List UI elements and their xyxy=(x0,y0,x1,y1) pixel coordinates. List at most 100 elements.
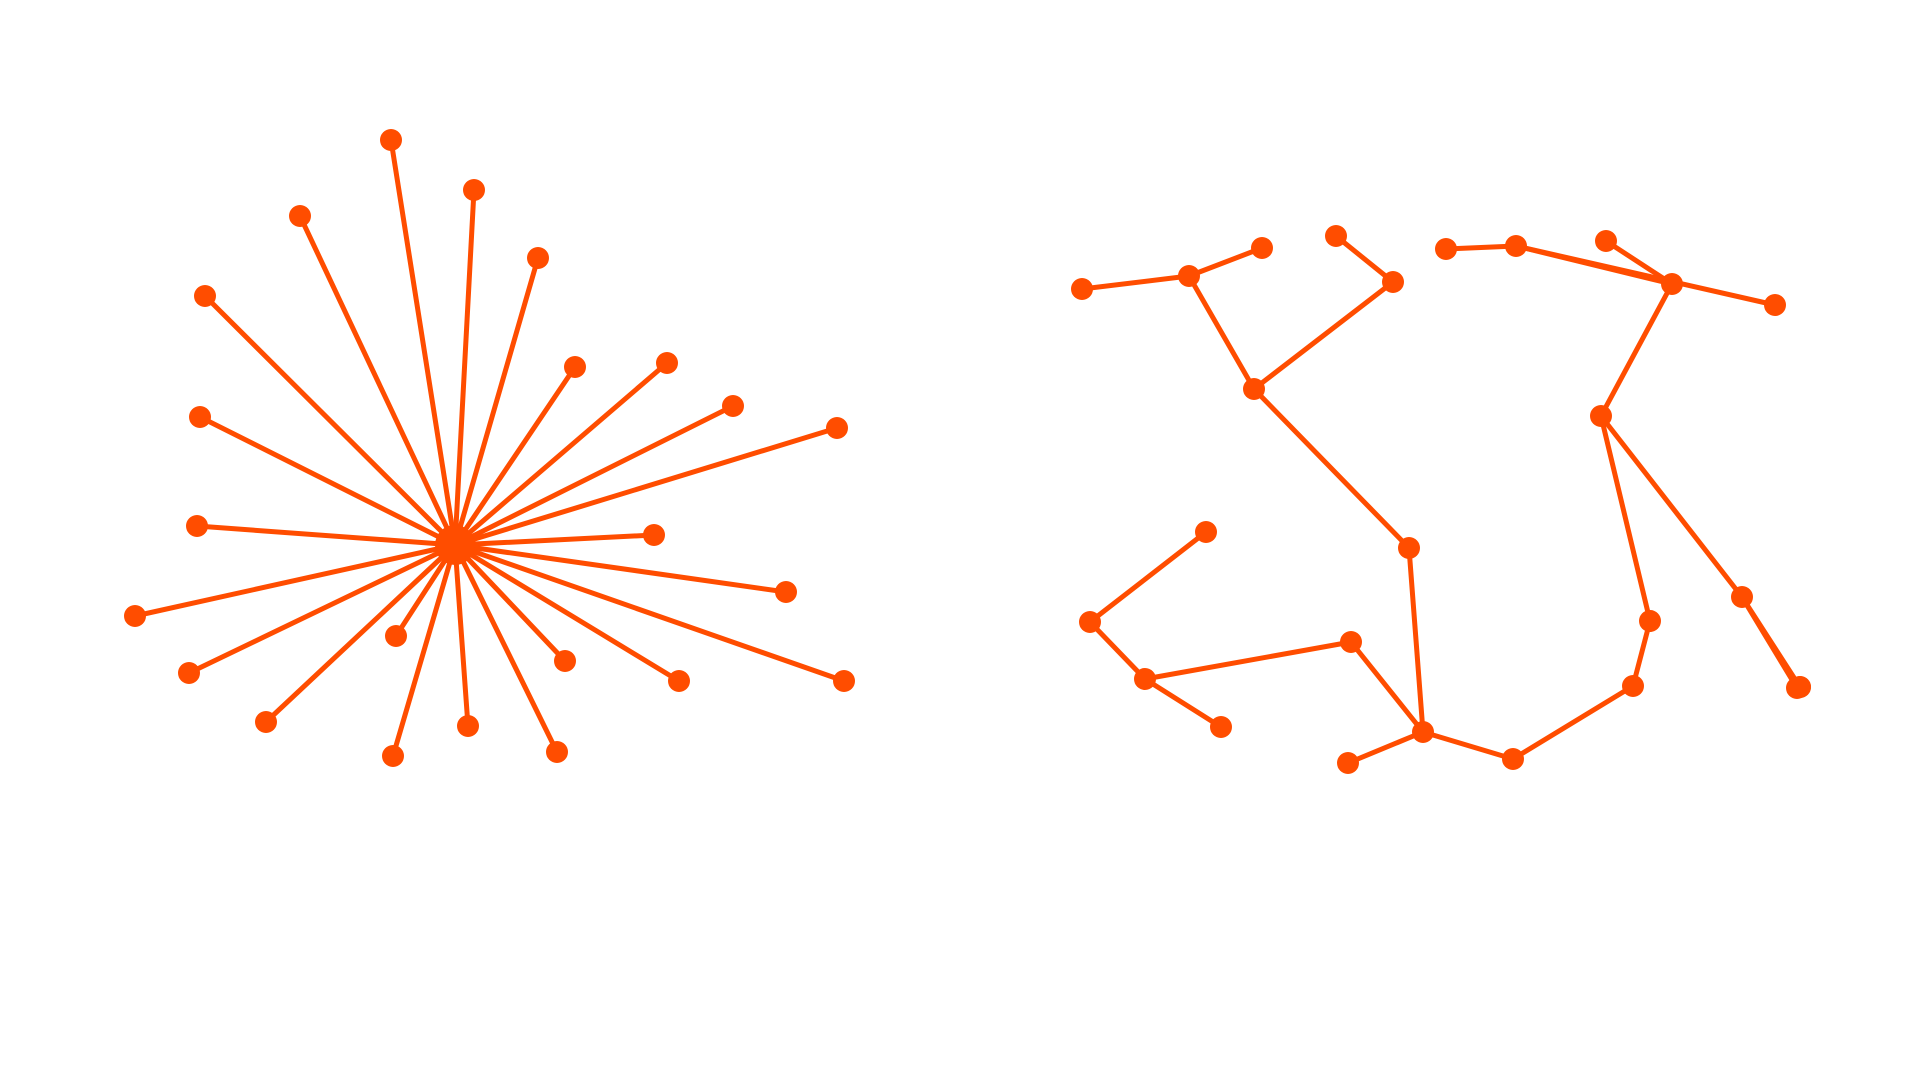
star-graph-node-s7 xyxy=(656,352,678,374)
tree-graph-edge-t23-t24 xyxy=(1443,243,1519,252)
tree-graph-edge-t20-t26 xyxy=(1739,594,1800,691)
star-graph-node-s9 xyxy=(826,417,848,439)
tree-graph-edge-t5-t6 xyxy=(1251,279,1396,392)
tree-graph-node-t14 xyxy=(1210,716,1232,738)
star-graph-edge-c-s3 xyxy=(452,255,541,548)
star-graph xyxy=(124,129,855,767)
tree-graph-edge-t17-t18 xyxy=(1598,413,1653,624)
star-graph-edge-c-s21 xyxy=(452,542,471,729)
tree-graph-node-t24 xyxy=(1435,238,1457,260)
tree-graph-node-t25 xyxy=(1764,294,1786,316)
star-graph-node-s16 xyxy=(554,650,576,672)
tree-graph-edge-t4-t5 xyxy=(1333,233,1396,285)
tree-graph-node-t6 xyxy=(1243,378,1265,400)
tree-graph-edge-t11-t12 xyxy=(1142,639,1354,682)
tree-graph xyxy=(1071,225,1811,774)
tree-graph-node-t19 xyxy=(1661,273,1683,295)
star-graph-edge-c-s16 xyxy=(452,542,568,664)
tree-graph-edge-t12-t13 xyxy=(1087,619,1148,682)
tree-graph-edge-t18-t19 xyxy=(1598,281,1675,419)
tree-graph-edge-t8-t9 xyxy=(1345,729,1426,766)
tree-graph-edge-t12-t14 xyxy=(1142,676,1224,730)
tree-graph-node-t4 xyxy=(1325,225,1347,247)
tree-graph-node-t10 xyxy=(1502,748,1524,770)
tree-graph-node-t2 xyxy=(1178,265,1200,287)
star-graph-node-s11 xyxy=(186,515,208,537)
star-graph-node-s22 xyxy=(382,745,404,767)
star-graph-node-s18 xyxy=(668,670,690,692)
star-graph-node-s6 xyxy=(564,356,586,378)
star-graph-edge-c-s9 xyxy=(452,425,840,548)
star-graph-edge-c-s11 xyxy=(194,523,458,548)
star-graph-node-s12 xyxy=(643,524,665,546)
tree-graph-node-t13 xyxy=(1079,611,1101,633)
tree-graph-edge-t7-t8 xyxy=(1406,545,1426,735)
tree-graph-edge-t18-t20 xyxy=(1598,413,1745,600)
tree-graph-edge-t2-t6 xyxy=(1186,273,1257,392)
star-graph-edge-c-s7 xyxy=(452,360,670,548)
star-graph-node-s2 xyxy=(463,179,485,201)
star-graph-edge-c-s6 xyxy=(452,364,578,548)
tree-graph-node-t18 xyxy=(1590,405,1612,427)
tree-graph-node-t22 xyxy=(1595,230,1617,252)
star-graph-edges xyxy=(132,137,847,759)
tree-graph-edge-t1-t2 xyxy=(1079,273,1192,292)
tree-graph-node-t5 xyxy=(1382,271,1404,293)
tree-graph-node-t17 xyxy=(1639,610,1661,632)
star-graph-nodes xyxy=(124,129,855,767)
star-graph-node-s19 xyxy=(833,670,855,692)
star-graph-edge-c-s10 xyxy=(197,414,458,548)
star-graph-node-s17 xyxy=(178,662,200,684)
tree-graph-node-t11 xyxy=(1340,631,1362,653)
star-graph-node-s20 xyxy=(255,711,277,733)
tree-graph-node-t3 xyxy=(1251,237,1273,259)
star-graph-edge-c-s19 xyxy=(452,542,847,684)
star-graph-node-s21 xyxy=(457,715,479,737)
tree-graph-edge-t8-t10 xyxy=(1420,729,1516,762)
tree-graph-node-t12 xyxy=(1134,668,1156,690)
star-graph-edge-c-s5 xyxy=(202,293,458,548)
star-graph-node-s4 xyxy=(289,205,311,227)
tree-graph-nodes xyxy=(1071,225,1811,774)
star-graph-node-s13 xyxy=(124,605,146,627)
star-graph-edge-c-s14 xyxy=(452,542,789,595)
star-graph-node-s23 xyxy=(546,741,568,763)
tree-graph-node-t8 xyxy=(1412,721,1434,743)
tree-graph-node-t15 xyxy=(1195,521,1217,543)
star-graph-node-s15 xyxy=(385,625,407,647)
tree-graph-node-t1 xyxy=(1071,278,1093,300)
star-graph-edge-c-s22 xyxy=(390,542,458,759)
star-graph-node-s5 xyxy=(194,285,216,307)
tree-graph-edge-t13-t15 xyxy=(1087,529,1209,625)
star-graph-edge-c-s17 xyxy=(186,542,458,676)
tree-graph-edge-t6-t7 xyxy=(1251,386,1412,551)
star-graph-edge-c-s20 xyxy=(263,542,458,725)
tree-graph-edge-t8-t11 xyxy=(1348,639,1426,735)
star-graph-node-s1 xyxy=(380,129,402,151)
star-graph-edge-c-s8 xyxy=(452,403,736,548)
star-graph-edge-c-s23 xyxy=(452,542,560,755)
tree-graph-edge-t10-t16 xyxy=(1510,683,1636,762)
star-graph-node-s8 xyxy=(722,395,744,417)
tree-graph-node-t9 xyxy=(1337,752,1359,774)
tree-graph-edge-t2-t3 xyxy=(1186,245,1265,279)
tree-graph-edge-t16-t17 xyxy=(1630,618,1653,689)
star-graph-edge-c-s1 xyxy=(388,137,458,548)
star-graph-edge-c-s13 xyxy=(132,542,458,619)
tree-graph-node-t20 xyxy=(1731,586,1753,608)
tree-graph-edge-t23-t25 xyxy=(1513,243,1778,308)
tree-graph-node-t7 xyxy=(1398,537,1420,559)
star-graph-edge-c-s4 xyxy=(297,213,458,548)
star-graph-node-s14 xyxy=(775,581,797,603)
star-graph-node-s10 xyxy=(189,406,211,428)
tree-graph-edges xyxy=(1079,233,1803,766)
star-graph-edge-c-s2 xyxy=(452,187,477,548)
star-graph-node-c xyxy=(435,525,475,565)
tree-graph-node-t23 xyxy=(1505,235,1527,257)
star-graph-edge-c-s12 xyxy=(452,532,657,548)
star-graph-node-s3 xyxy=(527,247,549,269)
star-graph-edge-c-s18 xyxy=(452,542,682,684)
tree-graph-node-t27 xyxy=(1789,676,1811,698)
tree-graph-node-t16 xyxy=(1622,675,1644,697)
